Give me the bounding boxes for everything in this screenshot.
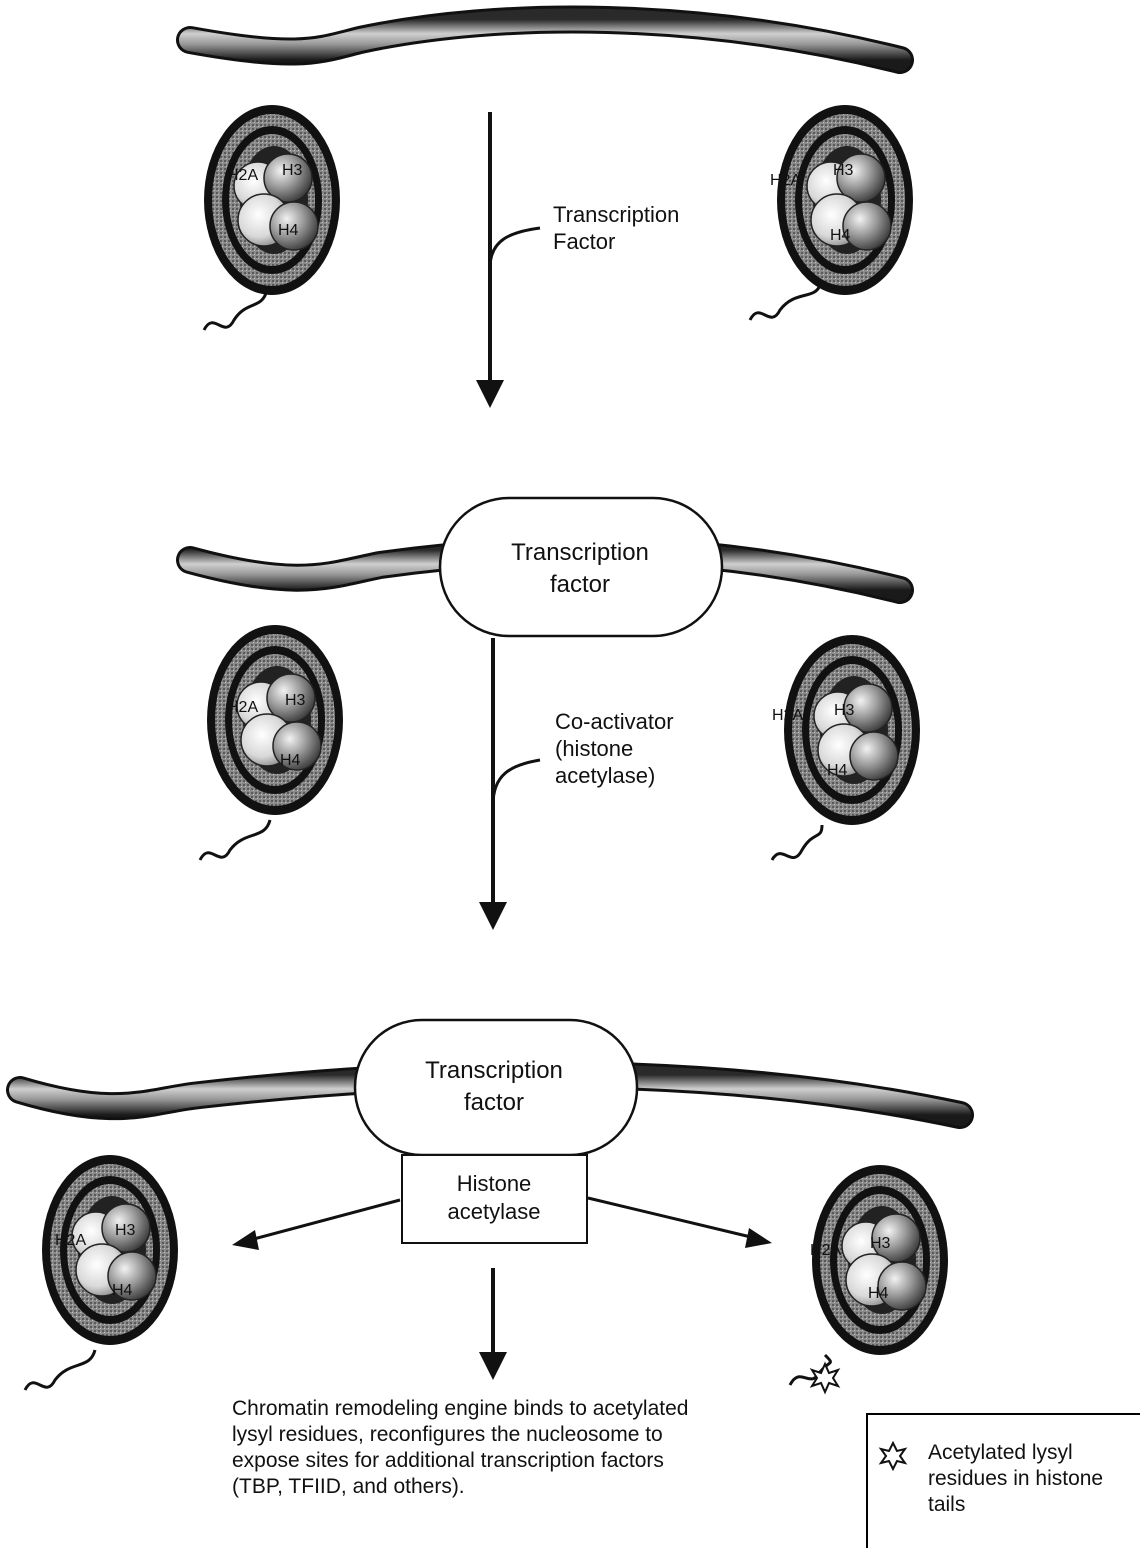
arrow-label-line-2: (histone [555,736,633,761]
h3-label: H3 [870,1235,891,1252]
h2a-label: H2A [770,172,801,189]
arrowhead-icon [479,902,507,930]
caption-line: (TBP, TFIID, and others). [232,1475,465,1498]
arrow-label-line-3: acetylase) [555,763,655,788]
histone-acetylase-box [401,1154,588,1244]
legend: Acetylated lysyl residues in histone tai… [866,1413,1140,1548]
h2a-label: H2A [55,1232,86,1249]
arrow-label-line-1: Co-activator [555,709,674,734]
arrow-label-line-1: Transcription [553,202,679,227]
nucleosome-right: H2A H3 H4 [770,634,921,861]
enzyme-label-line-2: acetylase [448,1199,541,1224]
h3-label: H3 [834,702,855,719]
h4-label: H4 [278,222,299,239]
h2a-label: H2A [227,699,258,716]
caption: Chromatin remodeling engine binds to ace… [232,1396,792,1500]
h3-label: H3 [115,1222,136,1239]
h3-label: H3 [833,162,854,179]
nucleosome-left: H2A H3 H4 [23,1154,179,1391]
caption-line: Chromatin remodeling engine binds to ace… [232,1397,689,1420]
tf-label-line-2: factor [464,1089,524,1116]
tf-label-line-1: Transcription [425,1057,563,1084]
panel-2: H2A H3 H4 H2A H3 H4 Transcription factor… [176,496,921,930]
h4-label: H4 [868,1285,889,1302]
nucleosome-left: H2A H3 H4 [202,104,341,331]
panel-1: H2A H3 H4 H2A H3 H4 Transcription Factor [176,5,914,408]
histone-tail [23,1349,97,1391]
legend-line: tails [928,1493,966,1516]
h4-label: H4 [112,1282,133,1299]
histone-tail [198,819,272,861]
tf-label-line-2: factor [550,571,610,598]
acetyl-star-icon [878,1441,908,1471]
legend-text: Acetylated lysyl residues in histone tai… [928,1440,1138,1518]
arrow-branch [488,226,541,269]
legend-line: residues in histone [928,1467,1104,1490]
h4-label: H4 [830,227,851,244]
tf-label-line-1: Transcription [511,539,649,566]
h2a-label: H2A [810,1242,841,1259]
h3-label: H3 [285,692,306,709]
histone-tail [748,284,822,321]
nucleosome-right: H2A H3 H4 [748,104,914,321]
arrowhead-icon [476,380,504,408]
nucleosome-right: H2A H3 H4 [788,1164,949,1395]
histone-tail [770,824,824,861]
left-arrow [249,1198,401,1242]
arrowhead-icon [479,1352,507,1380]
transcription-factor-box [353,1018,639,1157]
h4-label: H4 [280,752,301,769]
nucleosome-left: H2A H3 H4 [198,624,344,861]
right-arrow [587,1196,756,1240]
h2a-label: H2A [227,167,258,184]
arrow-label-line-2: Factor [553,229,615,254]
legend-line: Acetylated lysyl [928,1441,1073,1464]
arrow-branch [491,758,541,806]
histone-tail [202,289,269,331]
caption-line: lysyl residues, reconfigures the nucleos… [232,1423,663,1446]
caption-line: expose sites for additional transcriptio… [232,1449,664,1472]
h2a-label: H2A [772,707,803,724]
arrowhead-icon [745,1228,772,1248]
transcription-factor-box [438,496,724,638]
arrowhead-icon [232,1230,259,1250]
enzyme-label-line-1: Histone [457,1171,532,1196]
panel-3: H2A H3 H4 H2A H3 H4 Transcription factor… [6,1018,974,1395]
acetyl-star-icon [809,1361,841,1395]
h3-label: H3 [282,162,303,179]
h4-label: H4 [827,762,848,779]
